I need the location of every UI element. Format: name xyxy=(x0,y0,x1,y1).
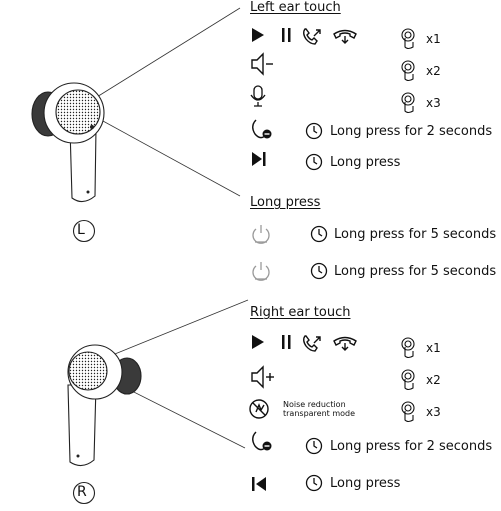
right-side-label: R xyxy=(77,484,87,500)
left-long-press-2s-label: Long press for 2 seconds xyxy=(330,124,493,139)
left-answer-call-icon xyxy=(303,28,321,45)
right-volume-up-icon xyxy=(251,365,274,389)
left-next-track-icon xyxy=(252,152,266,166)
right-tap-count-1: x1 xyxy=(426,341,441,355)
left-volume-down-icon xyxy=(251,52,273,76)
left-power-timer-icon xyxy=(310,225,328,243)
power-on-label: Long press for 5 seconds xyxy=(334,227,497,242)
left-voice-assistant-icon xyxy=(250,85,266,107)
right-long-press-2s-label: Long press for 2 seconds xyxy=(330,439,493,454)
left-play-icon xyxy=(252,28,264,42)
left-reject-call-icon xyxy=(252,119,272,139)
power-on-icon xyxy=(252,225,270,244)
noise-reduction-label-line1: Noise reduction xyxy=(283,400,346,409)
left-hangup-icon xyxy=(333,29,357,44)
right-tap-icon-x2 xyxy=(401,369,415,391)
left-tap-icon-x1 xyxy=(401,28,415,50)
long-press-title: Long press xyxy=(250,195,321,210)
left-long-press-label: Long press xyxy=(330,155,401,170)
right-previous-track-icon xyxy=(252,477,266,491)
power-off-icon xyxy=(252,262,270,281)
left-ear-touch-title: Left ear touch xyxy=(250,0,341,15)
left-earbud xyxy=(31,82,105,203)
left-timer-icon-2s xyxy=(305,122,323,140)
right-earbud xyxy=(67,344,142,467)
left-side-badge xyxy=(72,219,96,243)
noise-reduction-icon xyxy=(249,399,269,419)
right-power-timer-icon xyxy=(310,262,328,280)
left-tap-count-1: x1 xyxy=(426,32,441,46)
right-timer-icon-2s xyxy=(305,437,323,455)
right-side-badge xyxy=(72,481,96,505)
right-long-press-label: Long press xyxy=(330,476,401,491)
right-tap-count-3: x3 xyxy=(426,405,441,419)
right-reject-call-icon xyxy=(252,431,272,451)
left-tap-count-3: x3 xyxy=(426,96,441,110)
left-timer-icon-long xyxy=(305,153,323,171)
right-play-icon xyxy=(252,335,264,349)
right-ear-touch-title: Right ear touch xyxy=(250,305,351,320)
right-answer-call-icon xyxy=(303,335,321,352)
right-tap-icon-x3 xyxy=(401,401,415,423)
right-pause-icon xyxy=(282,335,291,349)
left-pause-icon xyxy=(282,28,291,42)
left-side-label: L xyxy=(77,222,85,238)
right-tap-count-2: x2 xyxy=(426,373,441,387)
left-tap-count-2: x2 xyxy=(426,64,441,78)
right-timer-icon-long xyxy=(305,474,323,492)
right-hangup-icon xyxy=(333,336,357,351)
right-tap-icon-x1 xyxy=(401,337,415,359)
left-tap-icon-x2 xyxy=(401,60,415,82)
left-tap-icon-x3 xyxy=(401,92,415,114)
power-off-label: Long press for 5 seconds xyxy=(334,264,497,279)
noise-reduction-label-line2: transparent mode xyxy=(283,409,356,418)
